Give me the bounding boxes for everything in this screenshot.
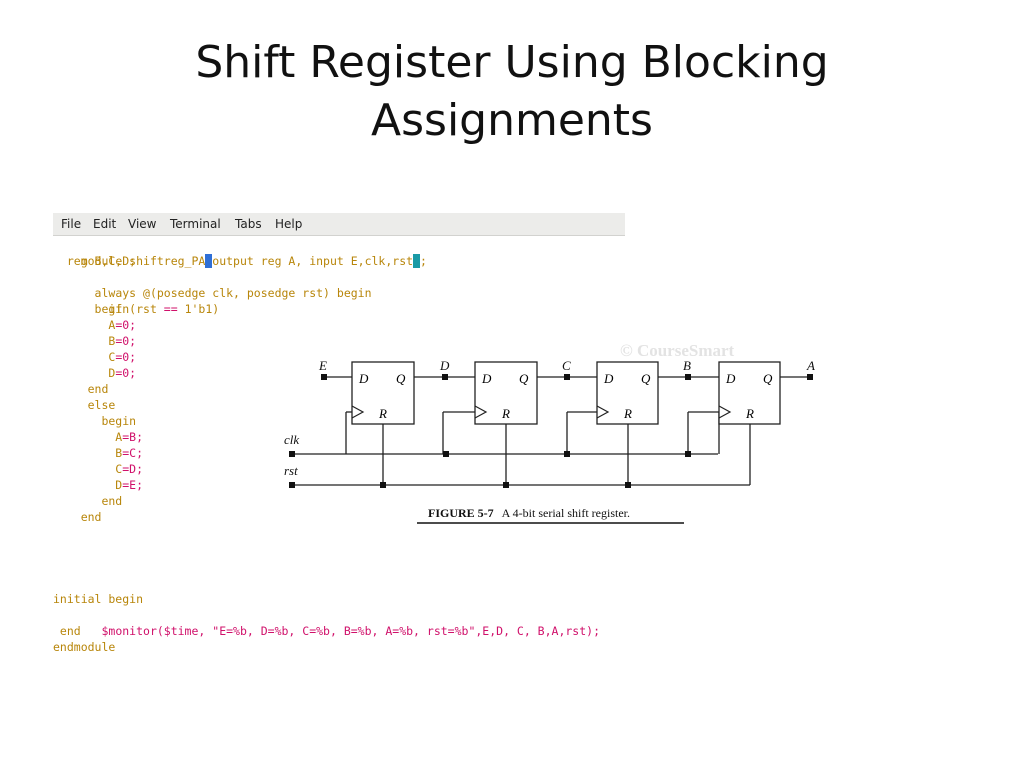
figure-caption-number: FIGURE 5-7: [428, 506, 494, 520]
code-line-3: always @(posedge clk, posedge rst) begin: [53, 269, 372, 300]
code-token: 1'b1): [177, 302, 220, 316]
ff-q-label: Q: [396, 371, 406, 386]
code-line-21: end: [53, 624, 81, 638]
terminal-menubar: File Edit View Terminal Tabs Help: [53, 213, 625, 236]
signal-label-c: C: [562, 358, 571, 373]
code-token: =D;: [122, 462, 144, 476]
terminal-clk: [289, 451, 295, 457]
code-token: D: [53, 366, 116, 380]
code-line-9: D=0;: [53, 365, 136, 381]
code-token: if (rst: [80, 302, 164, 316]
code-token: ,E,D, C, B,A,rst);: [475, 624, 600, 638]
code-line-6: A=0;: [53, 317, 136, 333]
terminal-b: [685, 374, 691, 380]
slide-title-line-1: Shift Register Using Blocking: [195, 37, 829, 88]
code-line-12: begin: [53, 414, 137, 428]
code-token: C: [53, 462, 123, 476]
menu-terminal[interactable]: Terminal: [170, 217, 221, 231]
ff-r-label: R: [745, 406, 754, 421]
code-token: D: [53, 478, 123, 492]
ff-d-label: D: [481, 371, 492, 386]
ff-q-label: Q: [519, 371, 529, 386]
signal-label-e: E: [318, 358, 327, 373]
menu-tabs[interactable]: Tabs: [235, 217, 262, 231]
code-line-5: begin: [53, 302, 130, 316]
code-line-8: C=0;: [53, 349, 136, 365]
code-token: "E=%b, D=%b, C=%b, B=%b, A=%b, rst=%b": [212, 624, 476, 638]
code-token: =0;: [115, 350, 137, 364]
code-line-7: B=0;: [53, 333, 136, 349]
cursor-block: (: [205, 254, 213, 268]
figure-caption-text: A 4-bit serial shift register.: [502, 506, 630, 520]
ff-d-label: D: [358, 371, 369, 386]
code-line-17: end: [53, 494, 123, 508]
code-line-20: $monitor($time, "E=%b, D=%b, C=%b, B=%b,…: [53, 607, 600, 638]
figure-caption: FIGURE 5-7 A 4-bit serial shift register.: [428, 506, 630, 520]
ff-r-label: R: [501, 406, 510, 421]
menu-file[interactable]: File: [61, 217, 82, 231]
code-line-2: reg B,C,D;: [53, 254, 137, 268]
code-line-1: module shiftreg_PA(output reg A, input E…: [53, 237, 427, 268]
terminal-rst: [289, 482, 295, 488]
ff-q-label: Q: [641, 371, 651, 386]
code-line-22: endmodule: [53, 640, 116, 654]
code-token: =0;: [115, 318, 137, 332]
code-editor[interactable]: module shiftreg_PA(output reg A, input E…: [53, 236, 625, 654]
slide-title: Shift Register Using Blocking Assignment…: [0, 34, 1024, 150]
slide-title-line-2: Assignments: [371, 95, 653, 146]
terminal-e: [321, 374, 327, 380]
code-token: $monitor($time,: [80, 624, 213, 638]
code-token: =0;: [115, 366, 137, 380]
code-token: A: [53, 430, 123, 444]
code-line-11: else: [53, 398, 116, 412]
code-line-19: initial begin: [53, 592, 144, 606]
terminal-a: [807, 374, 813, 380]
code-token: always @: [80, 286, 150, 300]
code-line-14: B=C;: [53, 445, 143, 461]
terminal-d: [442, 374, 448, 380]
flip-flop-2: D Q R: [474, 361, 538, 425]
code-token: output reg A, input E,clk,rst: [212, 254, 414, 268]
menu-view[interactable]: View: [128, 217, 157, 231]
flip-flop-4: D Q R: [718, 361, 781, 425]
watermark: © CourseSmart: [620, 341, 735, 360]
code-token: ==: [163, 302, 178, 316]
flip-flop-1: D Q R: [351, 361, 415, 425]
code-token: =E;: [122, 478, 144, 492]
shift-register-diagram: © CourseSmart: [284, 341, 815, 524]
ff-r-label: R: [623, 406, 632, 421]
code-token: =C;: [122, 446, 144, 460]
shift-register-figure: © CourseSmart: [278, 340, 838, 530]
signal-label-d: D: [439, 358, 450, 373]
signal-label-b: B: [683, 358, 691, 373]
code-line-10: end: [53, 382, 109, 396]
code-token: C: [53, 350, 116, 364]
signal-label-rst: rst: [284, 463, 298, 478]
ff-d-label: D: [603, 371, 614, 386]
code-token: B: [53, 334, 116, 348]
signal-label-a: A: [806, 358, 815, 373]
menu-help[interactable]: Help: [275, 217, 303, 231]
ff-q-label: Q: [763, 371, 773, 386]
code-token: module shiftreg_PA: [80, 254, 206, 268]
flip-flop-3: D Q R: [596, 361, 659, 425]
menu-edit[interactable]: Edit: [93, 217, 117, 231]
ff-d-label: D: [725, 371, 736, 386]
terminal-c: [564, 374, 570, 380]
signal-label-clk: clk: [284, 432, 299, 447]
ff-r-label: R: [378, 406, 387, 421]
code-line-15: C=D;: [53, 461, 143, 477]
code-line-4: if (rst == 1'b1): [53, 285, 219, 316]
cursor-block: ): [413, 254, 420, 268]
code-token: A: [53, 318, 116, 332]
code-line-16: D=E;: [53, 477, 143, 493]
code-line-13: A=B;: [53, 429, 143, 445]
code-token: ;: [420, 254, 427, 268]
code-token: B: [53, 446, 123, 460]
code-token: (posedge clk, posedge rst) begin: [149, 286, 372, 300]
code-line-18: end: [53, 510, 102, 524]
code-token: =B;: [122, 430, 144, 444]
code-token: =0;: [115, 334, 137, 348]
